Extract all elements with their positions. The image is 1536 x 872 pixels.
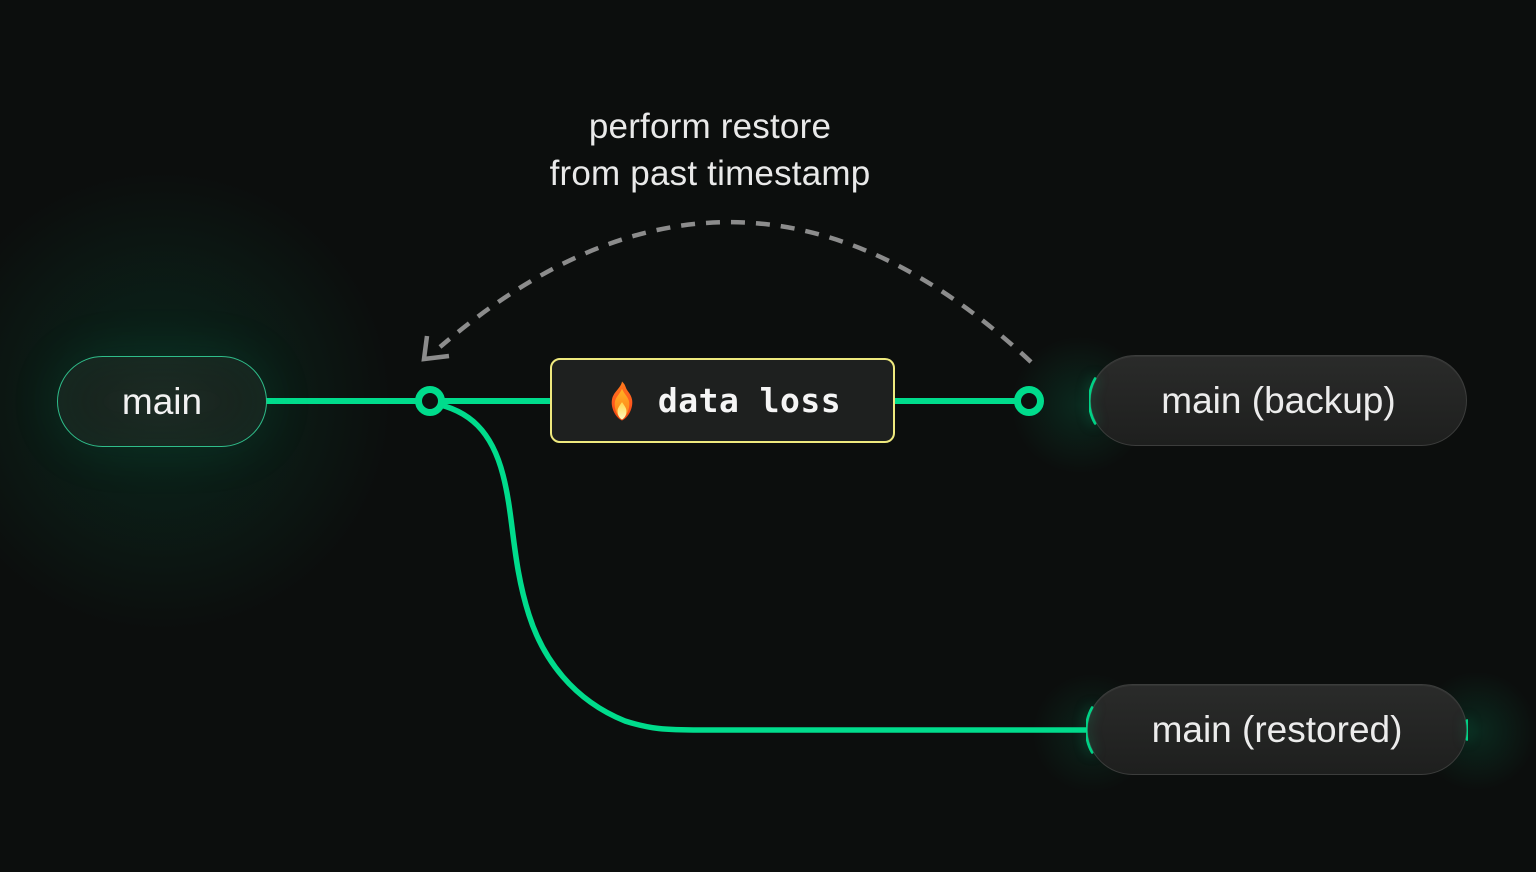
restore-arc-arrowhead-icon [421,335,450,362]
restore-branch-edge [429,400,1093,733]
fire-icon [611,381,633,420]
branch-label-backup: main (backup) [1161,379,1396,421]
branch-pill-restored: main (restored) [1086,684,1468,775]
restore-caption: perform restore from past timestamp [460,103,960,197]
branch-label-main: main [121,380,203,422]
branch-label-restored: main (restored) [1151,708,1403,750]
data-loss-event-box: data loss [550,358,895,443]
branch-pill-main: main [57,356,267,447]
data-loss-label: data loss [657,381,842,420]
restore-caption-line2: from past timestamp [549,154,871,193]
branch-pill-backup: main (backup) [1089,355,1467,446]
restore-caption-line1: perform restore [588,107,832,146]
restore-arc-dashed [438,219,1033,364]
backup-point-node [1014,386,1044,416]
branch-point-node [415,386,445,416]
